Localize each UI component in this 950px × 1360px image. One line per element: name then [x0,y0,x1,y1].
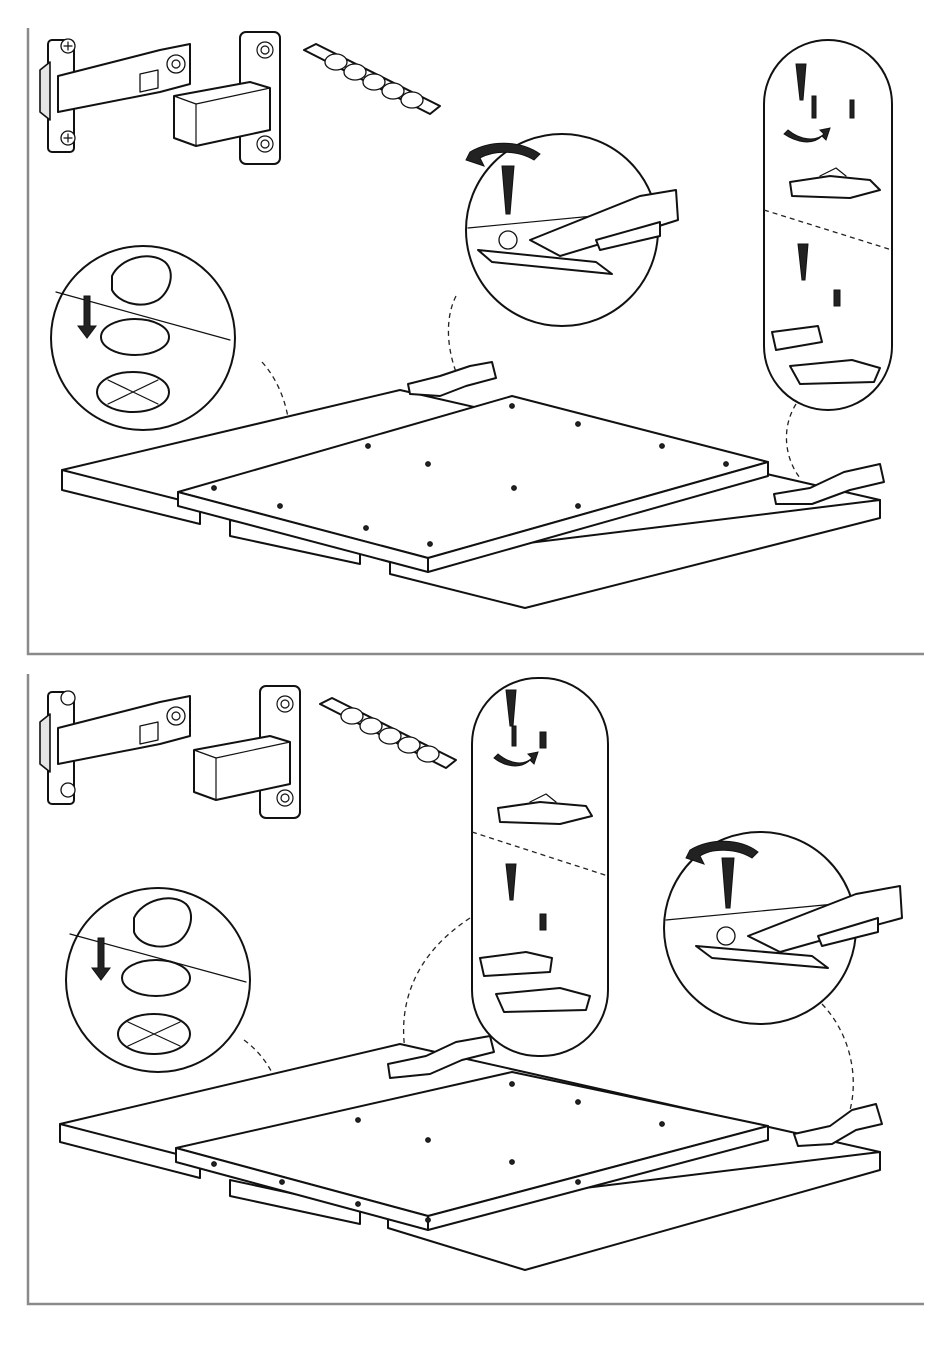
bumper-pad-detail-circle [66,888,250,1072]
assembly-step-top [0,0,950,660]
leader-line [786,404,800,478]
step-top-illustration [0,0,950,660]
assembly-step-bottom [0,664,950,1314]
hinge-adjust-detail-capsule [764,40,892,410]
mounting-plate-icon [194,686,300,818]
hinge-adjust-detail-capsule [472,678,608,1056]
concealed-hinge-icon [40,39,190,152]
bumper-pad-detail-circle [51,246,235,430]
leader-line [448,296,456,372]
concealed-hinge-icon [40,691,190,804]
hinge-screw-detail-circle [466,134,678,326]
bumper-pad-strip-icon [304,44,440,114]
bumper-pad-strip-icon [320,698,456,768]
hinge-screw-detail-circle [664,832,902,1024]
mounted-hinge-icon [408,362,496,396]
leader-line [404,918,470,1056]
door-panels [60,1036,882,1270]
mounted-hinge-icon [794,1104,882,1146]
step-bottom-illustration [0,664,950,1314]
